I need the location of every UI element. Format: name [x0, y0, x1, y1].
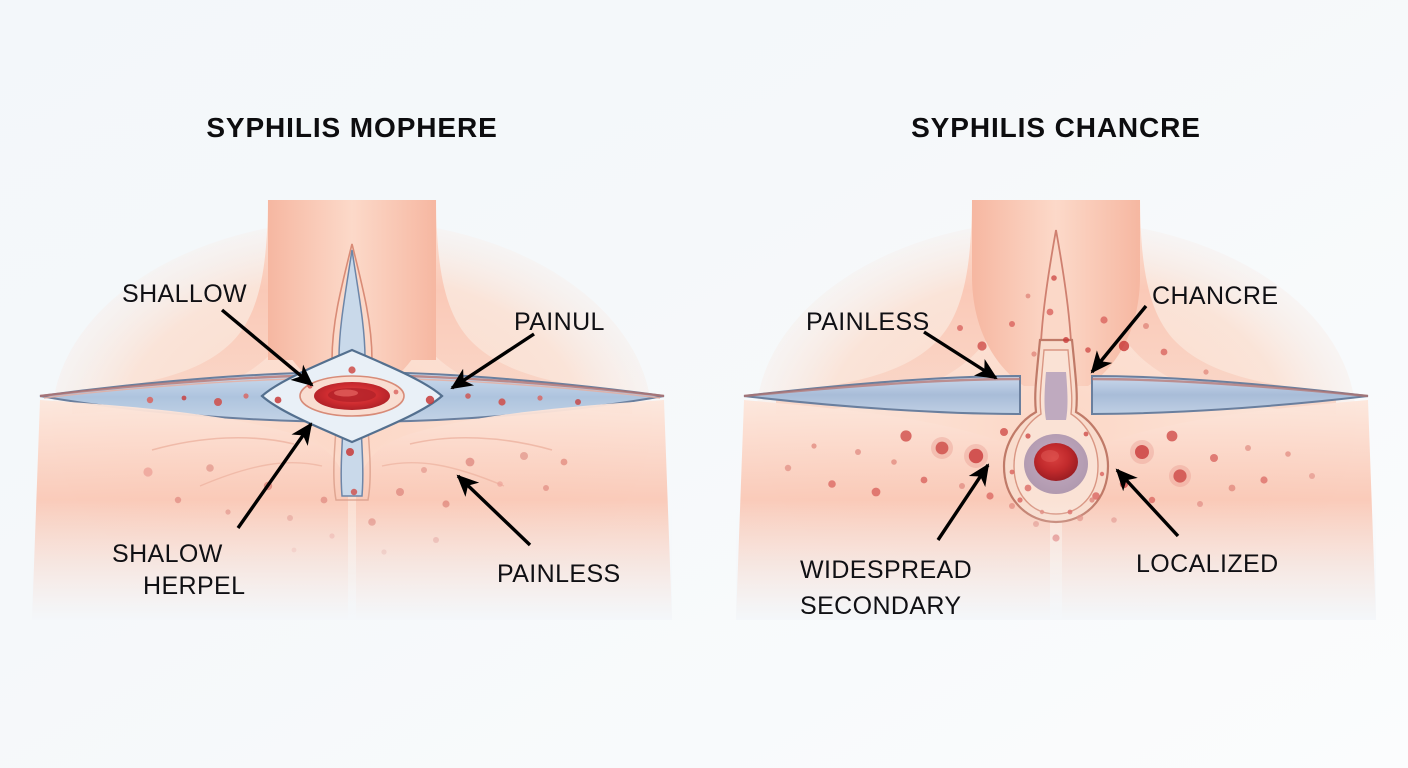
- panel-syphilis-chancre: SYPHILIS CHANCRE: [704, 0, 1408, 768]
- label-secondary: SECONDARY: [800, 592, 962, 620]
- label-localized: LOCALIZED: [1136, 550, 1279, 578]
- label-painless-right: PAINLESS: [806, 308, 930, 336]
- label-painless-left: PAINLESS: [497, 560, 621, 588]
- label-widespread: WIDESPREAD: [800, 556, 973, 584]
- label-shallow: SHALLOW: [122, 280, 248, 308]
- label-herpel: HERPEL: [143, 572, 246, 600]
- panel-syphilis-mophere: SYPHILIS MOPHERE: [32, 112, 672, 620]
- label-chancre: CHANCRE: [1152, 282, 1279, 310]
- label-painul: PAINUL: [514, 308, 605, 336]
- band-spots: [146, 366, 581, 496]
- panel-title-left: SYPHILIS MOPHERE: [206, 112, 498, 143]
- label-shalow: SHALOW: [112, 540, 223, 568]
- panel-title-right: SYPHILIS CHANCRE: [911, 112, 1201, 143]
